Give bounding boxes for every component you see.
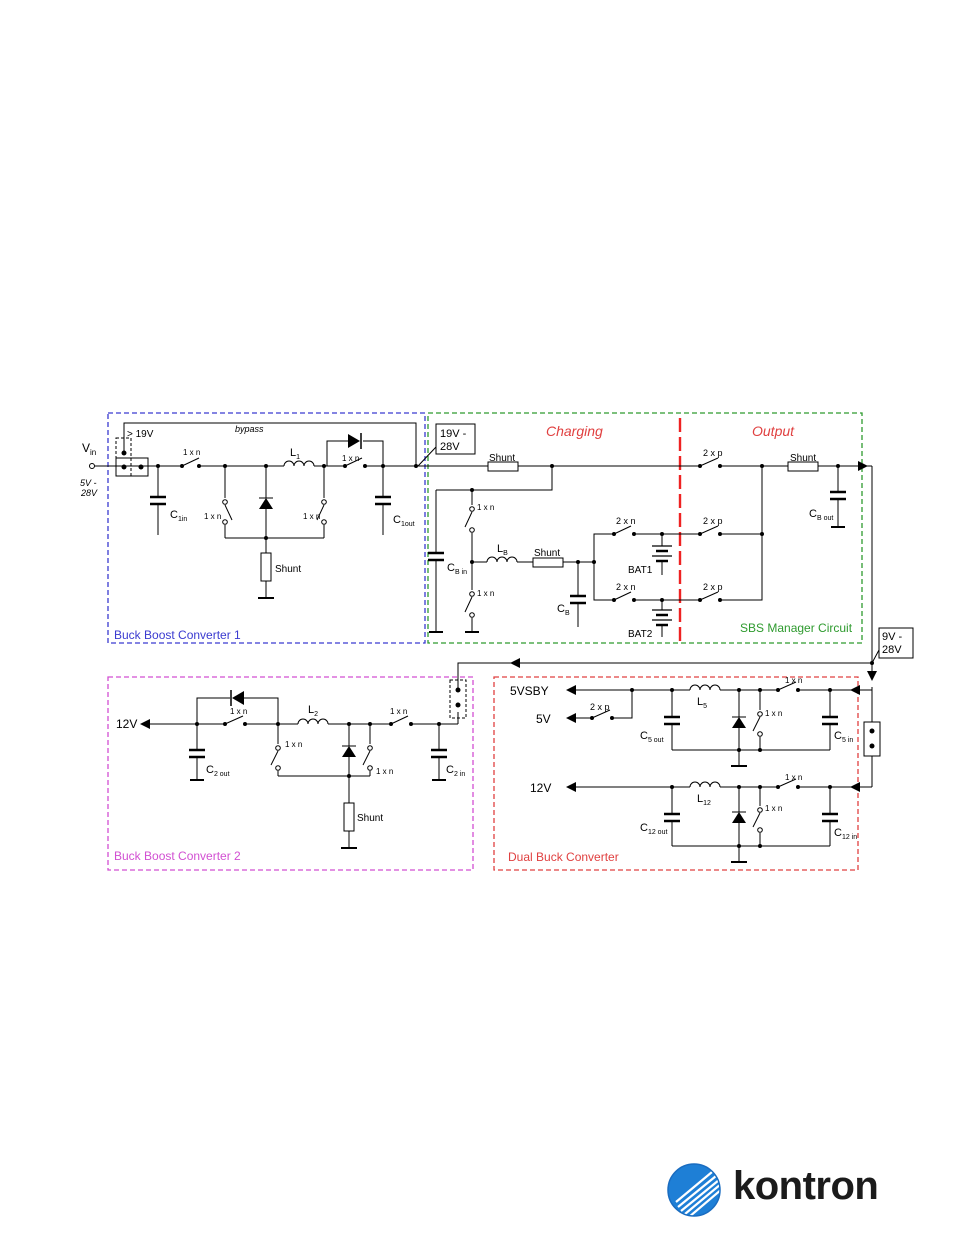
c1out-label: C1out [393,514,415,528]
dual-fills [566,685,832,848]
c5in-label: C5 in [834,730,853,744]
cb-label: CB [557,603,570,617]
dual-switch-5v-label: 2 x p [590,702,610,712]
charging-label: Charging [546,423,603,439]
interblock-wiring [457,662,881,788]
bbc1-label: Buck Boost Converter 1 [114,628,241,642]
dual-switch-12vleg-label: 1 x n [765,804,782,813]
bbc1-switch-1-label: 1 x n [183,448,200,457]
dual-switch-12vin-label: 1 x n [785,773,802,782]
l2-label: L2 [308,704,318,718]
bbc2-switch-right-label: 1 x n [376,767,393,776]
bbc2-frame [107,676,474,871]
c12in-label: C12 in [834,827,857,841]
bbc2-fills [140,687,461,778]
bypass-threshold: > 19V [127,429,154,440]
interblock-fills [510,658,877,792]
c12out-label: C12 out [640,822,667,836]
bypass-label: bypass [235,424,264,434]
bbc2-shunt-label: Shunt [357,813,383,824]
bbc1-circuit [89,422,417,599]
bbc2-switch-2-label: 1 x n [390,707,407,716]
v19-28-line2: 28V [440,441,460,453]
sbs-shunt-3: Shunt [534,548,560,559]
dual-switch-5vin-label: 1 x n [785,676,802,685]
bbc2-switch-contacts [275,745,373,771]
l1-label: L1 [290,447,300,461]
bbc1-switch-left-label: 1 x n [204,512,221,521]
vin-range-2: 28V [80,488,98,498]
sbs-shunt-1: Shunt [489,453,515,464]
bbc2-switch-1-label: 1 x n [230,707,247,716]
sbs-frame [427,412,863,644]
l12-label: L12 [697,793,711,807]
output-label: Output [752,423,795,439]
dual-switch-contacts [757,711,763,833]
bbc2-label: Buck Boost Converter 2 [114,849,241,863]
dual-switch-5vleg-label: 1 x n [765,709,782,718]
v9-28-line2: 28V [882,644,902,656]
v19-28-box [435,423,476,455]
dual-frame [493,676,859,871]
v19-28-line1: 19V - [440,428,467,440]
kontron-logo-icon [667,1163,721,1217]
bat1-label: BAT1 [628,565,653,576]
sbs-switch-bat1-out-label: 2 x p [703,516,723,526]
out-5vsby-label: 5VSBY [510,684,549,698]
c2in-label: C2 in [446,764,465,778]
l5-label: L5 [697,696,707,710]
bat2-label: BAT2 [628,629,653,640]
c1in-label: C1in [170,509,187,523]
out-5v-label: 5V [536,712,551,726]
sbs-shunt-2: Shunt [790,453,816,464]
dual-label: Dual Buck Converter [508,850,619,864]
sbs-fills [470,461,868,602]
bbc1-switch-2-label: 1 x n [342,454,359,463]
bbc1-shunt-label: Shunt [275,564,301,575]
bbc2-circuit [150,679,467,849]
dual-circuit [576,681,852,863]
sbs-switch-contacts [469,506,475,618]
bbc1-switch-contacts [222,499,327,525]
bbc2-switch-left-label: 1 x n [285,740,302,749]
sbs-switch-bat2-out-label: 2 x p [703,582,723,592]
c2out-label: C2 out [206,764,230,778]
sbs-switch-lower-label: 1 x n [477,589,494,598]
sbs-circuit [416,457,873,663]
sbs-switch-bat1-in-label: 2 x n [616,516,636,526]
sbs-label: SBS Manager Circuit [740,621,853,635]
bbc2-out-label: 12V [116,717,137,731]
c5out-label: C5 out [640,730,664,744]
bbc1-switch-right-label: 1 x n [303,512,320,521]
sbs-switch-upper-label: 1 x n [477,503,494,512]
v9-28-box [878,627,914,659]
out-12v-label: 12V [530,781,551,795]
sbs-switch-bat2-in-label: 2 x n [616,582,636,592]
bbc1-frame [107,412,426,644]
v19-28-pointer [417,446,437,467]
v9-28-line1: 9V - [882,631,903,643]
cbout-label: CB out [809,508,833,522]
bbc1-fills [121,433,418,540]
lb-label: LB [497,543,508,557]
sbs-switch-out-label: 2 x p [703,448,723,458]
kontron-wordmark: kontron [733,1164,879,1208]
v9-28-pointer [871,649,880,664]
cbin-label: CB in [447,562,467,576]
vin-range-1: 5V - [80,478,97,488]
vin-label: Vin [82,441,96,457]
